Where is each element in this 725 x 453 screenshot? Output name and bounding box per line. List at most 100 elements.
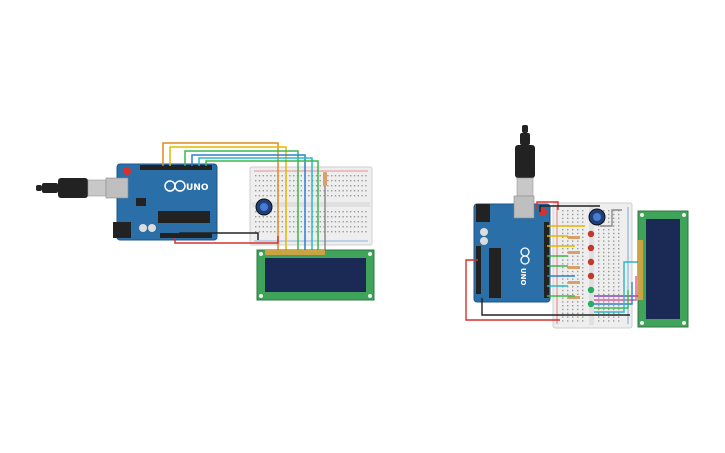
- breadboard-hole: [300, 195, 302, 197]
- breadboard-hole: [266, 221, 268, 223]
- led[interactable]: [587, 230, 595, 238]
- breadboard-hole: [582, 240, 584, 242]
- breadboard-hole: [567, 270, 569, 273]
- breadboard-hole: [281, 195, 283, 197]
- breadboard-hole: [319, 226, 321, 228]
- breadboard-hole: [603, 312, 605, 314]
- breadboard-hole: [281, 211, 283, 213]
- breadboard-hole: [255, 195, 257, 197]
- breadboard-hole: [258, 231, 261, 233]
- led[interactable]: [587, 244, 595, 252]
- breadboard-hole: [577, 270, 579, 273]
- breadboard-hole: [361, 231, 363, 233]
- breadboard-hole: [562, 286, 564, 288]
- breadboard-hole: [598, 244, 600, 246]
- breadboard-hole: [338, 216, 340, 218]
- breadboard-hole: [598, 286, 600, 288]
- breadboard-hole: [598, 225, 600, 227]
- breadboard-hole: [582, 282, 584, 284]
- breadboard-hole: [582, 232, 584, 235]
- breadboard-hole: [572, 286, 574, 288]
- breadboard-hole: [293, 221, 295, 223]
- breadboard-hole: [603, 236, 605, 238]
- breadboard-hole: [331, 231, 333, 233]
- breadboard-hole: [567, 213, 569, 216]
- breadboard-hole: [582, 229, 584, 231]
- breadboard-hole: [331, 221, 333, 223]
- breadboard-hole: [338, 190, 340, 192]
- usb-cable-right[interactable]: [515, 125, 535, 197]
- breadboard-hole: [266, 175, 268, 177]
- breadboard-hole: [603, 251, 605, 254]
- breadboard-hole: [582, 320, 584, 322]
- led[interactable]: [587, 258, 595, 266]
- breadboard-hole: [603, 289, 605, 292]
- breadboard-hole: [350, 216, 352, 218]
- breadboard-hole: [350, 195, 352, 197]
- left-circuit: UNO: [36, 142, 375, 301]
- breadboard-hole: [618, 293, 620, 295]
- lcd-display-right[interactable]: [637, 210, 689, 328]
- reset-button[interactable]: [123, 167, 131, 175]
- breadboard-hole: [577, 232, 579, 235]
- breadboard-hole: [618, 308, 620, 311]
- breadboard-hole: [562, 278, 564, 280]
- potentiometer-right[interactable]: [588, 208, 606, 226]
- right-circuit: UNO: [465, 125, 689, 329]
- breadboard-hole: [577, 286, 579, 288]
- breadboard-hole: [262, 221, 264, 223]
- lcd-display-left[interactable]: [256, 249, 375, 301]
- digital-header: [140, 165, 212, 170]
- arduino-board-right[interactable]: UNO: [473, 195, 551, 303]
- breadboard-hole: [262, 216, 264, 218]
- breadboard-hole: [255, 231, 257, 233]
- breadboard-hole: [582, 308, 584, 311]
- breadboard-hole: [598, 297, 600, 299]
- breadboard-hole: [327, 175, 329, 177]
- led[interactable]: [587, 300, 595, 308]
- power-header: [160, 233, 212, 238]
- breadboard-hole: [603, 301, 605, 303]
- breadboard-hole: [562, 229, 564, 231]
- led[interactable]: [587, 272, 595, 280]
- breadboard-hole: [350, 221, 352, 223]
- breadboard-hole: [598, 259, 600, 261]
- breadboard-hole: [331, 226, 333, 228]
- reset-button[interactable]: [539, 208, 547, 216]
- breadboard-hole: [289, 180, 291, 182]
- potentiometer-left[interactable]: [255, 198, 273, 216]
- breadboard-hole: [258, 195, 261, 197]
- breadboard-hole: [582, 217, 584, 219]
- breadboard-hole: [567, 221, 569, 223]
- breadboard-hole: [608, 267, 610, 269]
- breadboard-hole: [618, 305, 620, 307]
- breadboard-hole: [613, 278, 615, 280]
- breadboard-hole: [342, 185, 344, 187]
- breadboard-hole: [582, 248, 584, 250]
- breadboard-hole: [338, 211, 340, 213]
- breadboard-hole: [613, 267, 615, 269]
- usb-cable-left[interactable]: [36, 178, 107, 198]
- arduino-board-left[interactable]: UNO: [105, 163, 218, 241]
- breadboard-hole: [365, 211, 367, 213]
- breadboard-hole: [608, 240, 610, 242]
- breadboard-hole: [577, 217, 579, 219]
- breadboard-hole: [274, 231, 276, 233]
- breadboard-hole: [274, 211, 276, 213]
- breadboard-hole: [582, 316, 584, 318]
- breadboard-hole: [582, 267, 584, 269]
- breadboard-hole: [315, 185, 318, 187]
- breadboard-hole: [613, 225, 615, 227]
- breadboard-hole: [567, 251, 569, 254]
- breadboard-hole: [562, 221, 564, 223]
- breadboard-hole: [562, 263, 564, 265]
- breadboard-hole: [598, 263, 600, 265]
- breadboard-hole: [603, 274, 605, 276]
- resistor-left[interactable]: [323, 172, 327, 186]
- breadboard-hole: [608, 213, 610, 216]
- breadboard-hole: [603, 267, 605, 269]
- led[interactable]: [587, 286, 595, 294]
- breadboard-hole: [603, 320, 605, 322]
- breadboard-hole: [618, 229, 620, 231]
- breadboard-hole: [315, 216, 318, 218]
